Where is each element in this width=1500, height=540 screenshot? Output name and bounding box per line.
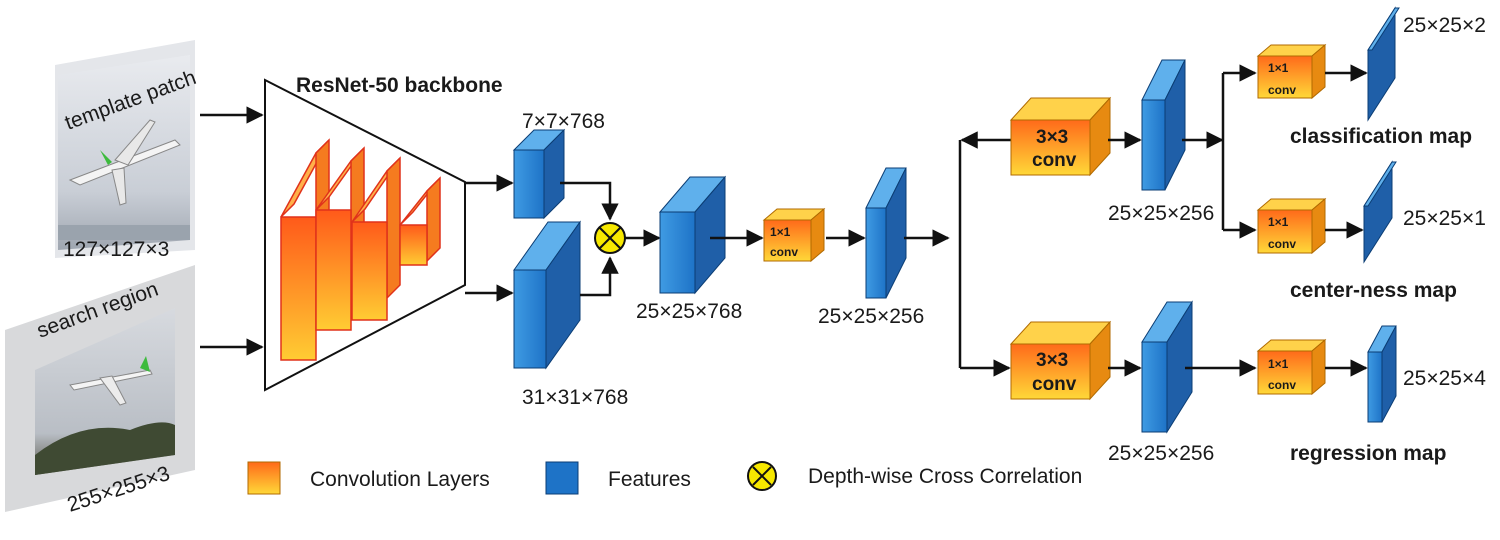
- legend-conv-label: Convolution Layers: [310, 468, 490, 491]
- cls-tower-kernel: 3×3: [1036, 127, 1068, 148]
- reg-head-text: conv: [1268, 378, 1296, 392]
- cls-map-block: [1367, 6, 1400, 122]
- cls-branch-feature-size: 25×25×256: [1108, 202, 1214, 225]
- search-feat-to-xcorr-wire: [580, 256, 619, 297]
- reduced-feature-size: 25×25×256: [818, 305, 924, 328]
- cls-tower-conv-block: [1009, 96, 1112, 177]
- reg-tower-text: conv: [1032, 374, 1077, 395]
- cls-branch-feature-block: [1141, 59, 1186, 191]
- search-region-image: [5, 265, 195, 512]
- reduced-feature-block: [865, 167, 907, 299]
- cls-head-text: conv: [1268, 83, 1296, 97]
- template-size-label: 127×127×3: [63, 238, 169, 261]
- cls-map-name: classification map: [1290, 125, 1472, 148]
- template-feature-size: 7×7×768: [522, 110, 605, 133]
- reduce-conv-kernel: 1×1: [770, 225, 791, 239]
- reg-map-size: 25×25×4: [1403, 367, 1486, 390]
- xcorr-symbol: [594, 222, 626, 254]
- reduce-conv-block: [762, 207, 826, 263]
- reg-map-block: [1367, 325, 1397, 423]
- cls-head-conv-block: [1256, 43, 1327, 100]
- cls-tower-text: conv: [1032, 150, 1077, 171]
- cen-map-name: center-ness map: [1290, 279, 1457, 302]
- cen-map-size: 25×25×1: [1403, 207, 1486, 230]
- backbone-title: ResNet-50 backbone: [296, 74, 503, 97]
- cen-map-block: [1363, 160, 1397, 264]
- legend-feature-label: Features: [608, 468, 691, 491]
- template-feat-to-xcorr-wire: [560, 181, 619, 221]
- template-patch-image: [55, 40, 195, 258]
- reduce-conv-text: conv: [770, 245, 798, 259]
- resnet-conv-layers: [280, 138, 441, 361]
- reg-tower-kernel: 3×3: [1036, 350, 1068, 371]
- legend: Convolution Layers Features Depth-wise C…: [247, 461, 1082, 495]
- legend-xcorr-label: Depth-wise Cross Correlation: [808, 465, 1082, 488]
- legend-conv-swatch: [247, 461, 281, 495]
- reg-head-conv-block: [1256, 338, 1327, 396]
- reg-head-kernel: 1×1: [1268, 357, 1289, 371]
- legend-feature-swatch: [545, 461, 579, 495]
- resnet-layer-4: [399, 176, 441, 266]
- cls-map-size: 25×25×2: [1403, 14, 1486, 37]
- cen-head-conv-block: [1256, 197, 1327, 255]
- xcorr-feature-block: [658, 175, 727, 295]
- xcorr-feature-size: 25×25×768: [636, 300, 742, 323]
- cen-head-kernel: 1×1: [1268, 215, 1289, 229]
- reg-map-name: regression map: [1290, 442, 1446, 465]
- reg-branch-feature-block: [1141, 300, 1193, 434]
- cen-head-text: conv: [1268, 237, 1296, 251]
- resnet-layer-3: [351, 156, 401, 321]
- legend-xcorr-symbol: [747, 461, 777, 491]
- search-feature-block: [513, 220, 581, 370]
- cls-head-kernel: 1×1: [1268, 61, 1289, 75]
- reg-branch-feature-size: 25×25×256: [1108, 442, 1214, 465]
- search-feature-size: 31×31×768: [522, 386, 628, 409]
- template-feature-block: [512, 128, 566, 220]
- reg-tower-conv-block: [1009, 320, 1112, 401]
